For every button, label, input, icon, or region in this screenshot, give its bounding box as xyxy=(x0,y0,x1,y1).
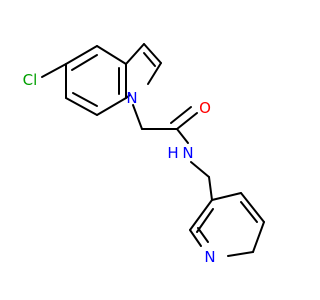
bond-benzene-4 xyxy=(96,97,127,116)
atom-label-n-indole: N xyxy=(126,89,137,107)
atom-label-n-amide: N xyxy=(182,144,193,162)
bond-pyr-6 xyxy=(189,199,213,231)
atom-label-o-carbonyl: O xyxy=(199,99,211,117)
bond-pyrrole-1 xyxy=(125,43,145,65)
bond-co-nh xyxy=(176,128,189,144)
bond-nh-ch2 xyxy=(190,161,210,178)
bond-benzene-1-double xyxy=(71,54,98,71)
bond-pyr-3 xyxy=(252,221,265,253)
atom-label-cl: Cl xyxy=(23,71,38,89)
bond-co-1 xyxy=(176,112,198,130)
bond-n1-ch2 xyxy=(132,104,143,130)
bond-pyr-2 xyxy=(240,192,265,223)
atom-label-h-amide: H xyxy=(167,144,178,162)
bond-pyrrole-2-double xyxy=(143,52,156,67)
atom-labels: Cl N O N H N xyxy=(23,71,216,266)
bond-benzene-2 xyxy=(96,45,127,65)
bond-pyrrole-2 xyxy=(143,43,162,64)
bond-lines xyxy=(41,43,265,257)
bond-pyr-5 xyxy=(189,229,202,247)
bond-pyr-1 xyxy=(211,192,242,201)
bond-pyr-2-double xyxy=(240,201,258,223)
bond-pyr-6-double xyxy=(196,208,214,233)
bond-ch2-pyridine xyxy=(208,176,213,201)
bond-benzene-5 xyxy=(65,97,98,116)
bond-benzene-1 xyxy=(65,45,98,65)
bond-pyr-4 xyxy=(227,251,254,257)
bond-benzene-5-double xyxy=(72,92,98,107)
bond-cl-c5 xyxy=(41,63,67,78)
structure-canvas: Cl N O N H N xyxy=(23,43,265,266)
bond-pyrrole-3 xyxy=(147,62,162,85)
bond-pyr-5-double xyxy=(197,227,209,243)
atom-label-n-pyridine: N xyxy=(204,248,215,266)
bond-co-2 xyxy=(170,106,192,124)
bond-pyrrole-4 xyxy=(125,94,131,99)
molecule-drawing: Cl N O N H N xyxy=(23,43,265,266)
